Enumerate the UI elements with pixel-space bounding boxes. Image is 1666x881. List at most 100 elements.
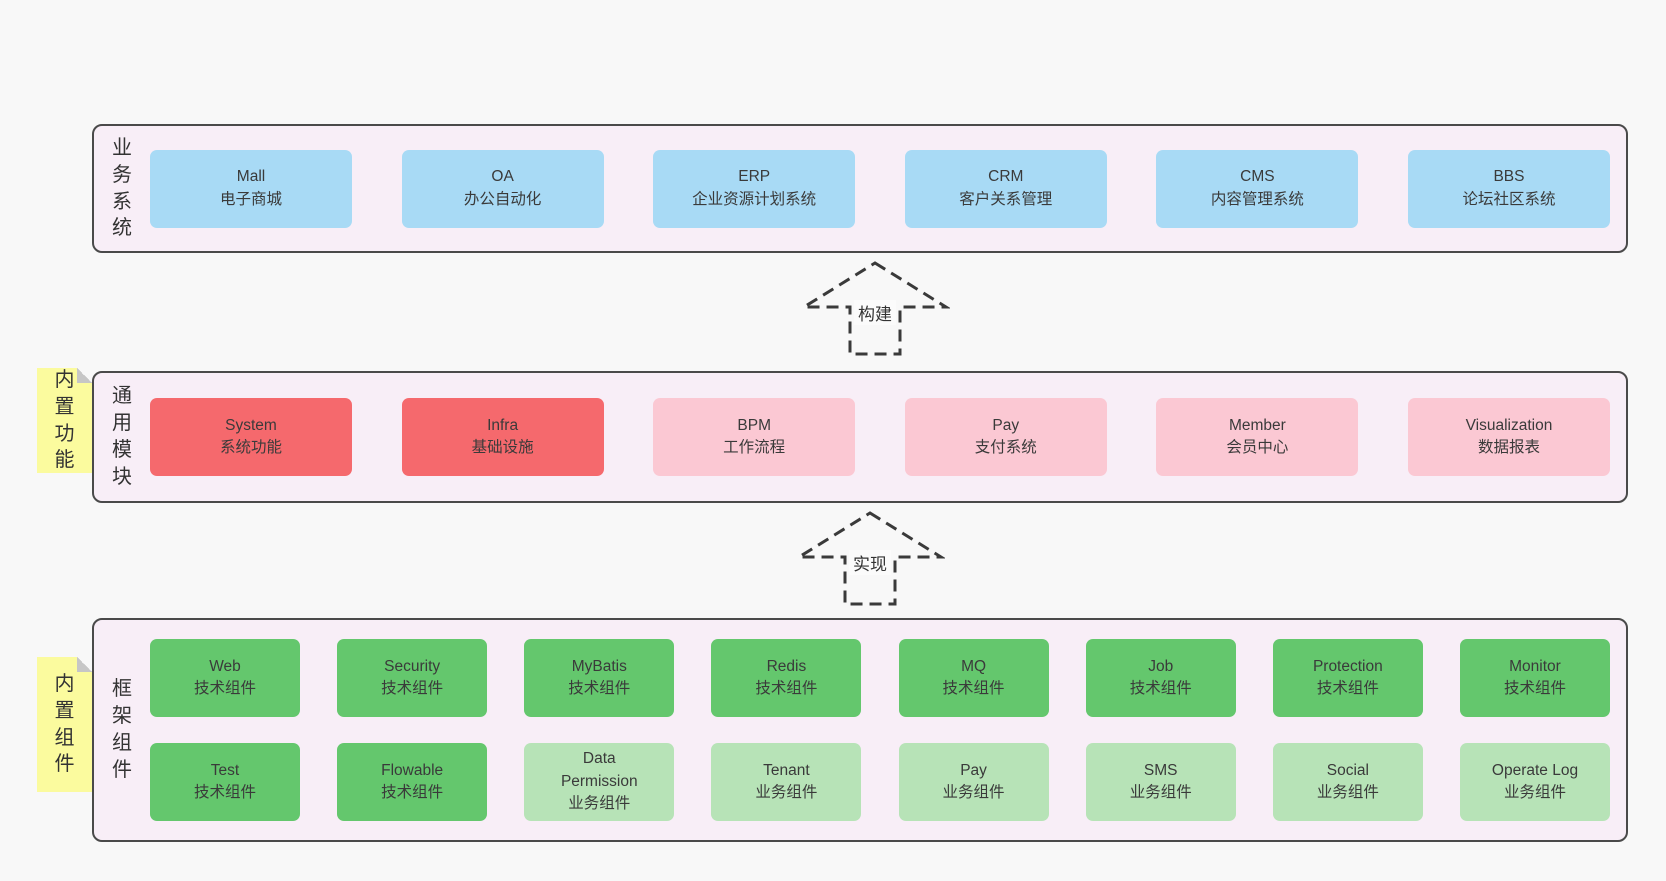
box-subtitle: 技术组件 bbox=[1129, 680, 1192, 697]
box-security: Security 技术组件 bbox=[337, 639, 488, 717]
sticky-built-in-components: 内置组件 bbox=[37, 657, 92, 792]
box-title: Web bbox=[209, 657, 241, 675]
box-subtitle: 技术组件 bbox=[755, 680, 818, 697]
sticky-built-in-features: 内置功能 bbox=[37, 368, 92, 473]
box-protection: Protection 技术组件 bbox=[1272, 639, 1423, 717]
band-business-systems: 业务系统 Mall 电子商城 OA 办公自动化 ERP 企业资源计划系统 CRM… bbox=[92, 124, 1628, 253]
box-mq: MQ 技术组件 bbox=[898, 639, 1049, 717]
box-oa: OA 办公自动化 bbox=[401, 149, 604, 228]
band-common-modules: 通用模块 System 系统功能 Infra 基础设施 BPM 工作流程 Pay… bbox=[92, 371, 1628, 503]
component-row-tech: Web 技术组件 Security 技术组件 MyBatis 技术组件 Redi… bbox=[150, 639, 1610, 717]
arrow-build-label: 构建 bbox=[854, 300, 896, 325]
box-mybatis: MyBatis 技术组件 bbox=[524, 639, 675, 717]
box-flowable: Flowable 技术组件 bbox=[337, 743, 488, 821]
box-subtitle: 基础设施 bbox=[471, 439, 534, 456]
arrow-implement-label: 实现 bbox=[849, 550, 891, 575]
box-visualization: Visualization 数据报表 bbox=[1407, 398, 1610, 476]
box-title: Infra bbox=[487, 416, 519, 434]
box-title: Monitor bbox=[1509, 657, 1561, 675]
up-arrow-icon bbox=[800, 261, 950, 356]
box-title: Protection bbox=[1312, 657, 1383, 675]
box-subtitle: 业务组件 bbox=[568, 795, 631, 813]
box-subtitle: 技术组件 bbox=[381, 784, 444, 801]
component-row-biz: Test 技术组件 Flowable 技术组件 Data Permission … bbox=[150, 743, 1610, 821]
band-label-common-modules: 通用模块 bbox=[94, 373, 150, 501]
box-subtitle: 电子商城 bbox=[219, 190, 282, 208]
box-title: Test bbox=[210, 761, 240, 779]
box-pay: Pay 支付系统 bbox=[904, 398, 1107, 476]
sticky-text: 内置组件 bbox=[54, 672, 75, 776]
box-subtitle: 支付系统 bbox=[974, 439, 1037, 456]
band-label-business-systems: 业务系统 bbox=[94, 126, 150, 251]
box-subtitle: 技术组件 bbox=[1503, 680, 1566, 697]
box-title: Mall bbox=[236, 168, 266, 186]
box-subtitle: 技术组件 bbox=[942, 680, 1005, 697]
up-arrow-icon bbox=[795, 511, 945, 606]
box-subtitle: 办公自动化 bbox=[463, 190, 542, 208]
box-subtitle: 内容管理系统 bbox=[1210, 190, 1304, 208]
box-sms: SMS 业务组件 bbox=[1085, 743, 1236, 821]
box-title: Tenant bbox=[763, 761, 810, 779]
box-infra: Infra 基础设施 bbox=[401, 398, 604, 476]
box-title: Member bbox=[1228, 416, 1286, 434]
box-test: Test 技术组件 bbox=[150, 743, 300, 821]
box-mall: Mall 电子商城 bbox=[150, 149, 352, 228]
box-subtitle: 技术组件 bbox=[381, 680, 444, 697]
box-data-permission: Data Permission 业务组件 bbox=[524, 743, 675, 821]
box-member: Member 会员中心 bbox=[1156, 398, 1359, 476]
band-label-text: 通用模块 bbox=[112, 385, 132, 488]
box-job: Job 技术组件 bbox=[1085, 639, 1236, 717]
band-label-text: 框架组件 bbox=[112, 678, 132, 781]
box-subtitle: 会员中心 bbox=[1226, 439, 1289, 456]
band-framework-components: 框架组件 Web 技术组件 Security 技术组件 MyBatis 技术组件… bbox=[92, 618, 1628, 842]
box-bbs: BBS 论坛社区系统 bbox=[1407, 149, 1610, 228]
module-boxes: System 系统功能 Infra 基础设施 BPM 工作流程 Pay 支付系统… bbox=[150, 373, 1626, 501]
box-subtitle: 数据报表 bbox=[1477, 439, 1540, 456]
box-subtitle: 客户关系管理 bbox=[959, 190, 1053, 208]
box-title: Security bbox=[384, 657, 441, 675]
box-subtitle: 技术组件 bbox=[568, 680, 631, 697]
box-title: Redis bbox=[766, 657, 807, 675]
band-label-text: 业务系统 bbox=[112, 136, 132, 240]
box-monitor: Monitor 技术组件 bbox=[1459, 639, 1610, 717]
box-tenant: Tenant 业务组件 bbox=[711, 743, 862, 821]
box-title: Visualization bbox=[1465, 416, 1553, 434]
box-cms: CMS 内容管理系统 bbox=[1156, 149, 1359, 228]
box-bpm: BPM 工作流程 bbox=[653, 398, 856, 476]
box-title: CRM bbox=[988, 168, 1024, 186]
box-title: CMS bbox=[1240, 168, 1275, 186]
box-subtitle: 技术组件 bbox=[1316, 680, 1379, 697]
box-title: System bbox=[225, 416, 277, 434]
box-social: Social 业务组件 bbox=[1272, 743, 1423, 821]
box-subtitle: 系统功能 bbox=[219, 439, 282, 456]
box-title: Social bbox=[1326, 761, 1369, 779]
box-subtitle: 工作流程 bbox=[723, 439, 786, 456]
box-title: OA bbox=[491, 168, 514, 186]
box-title: ERP bbox=[738, 168, 771, 186]
box-subtitle: 业务组件 bbox=[755, 784, 818, 801]
box-title: MyBatis bbox=[571, 657, 627, 675]
box-redis: Redis 技术组件 bbox=[711, 639, 862, 717]
box-erp: ERP 企业资源计划系统 bbox=[653, 149, 856, 228]
box-title: MQ bbox=[961, 657, 987, 675]
box-title: Pay bbox=[992, 416, 1020, 434]
box-subtitle: 技术组件 bbox=[193, 680, 256, 697]
component-rows: Web 技术组件 Security 技术组件 MyBatis 技术组件 Redi… bbox=[150, 620, 1626, 840]
box-operate-log: Operate Log 业务组件 bbox=[1459, 743, 1610, 821]
box-system: System 系统功能 bbox=[150, 398, 352, 476]
box-title: BPM bbox=[737, 416, 771, 434]
box-pay-biz: Pay 业务组件 bbox=[898, 743, 1049, 821]
box-title: Data Permission bbox=[560, 750, 638, 790]
box-subtitle: 业务组件 bbox=[1129, 784, 1192, 801]
box-subtitle: 业务组件 bbox=[1316, 784, 1379, 801]
box-title: Job bbox=[1148, 657, 1174, 675]
box-title: Operate Log bbox=[1491, 761, 1579, 779]
box-subtitle: 论坛社区系统 bbox=[1462, 190, 1556, 208]
box-title: Pay bbox=[960, 761, 987, 779]
box-title: BBS bbox=[1493, 168, 1525, 186]
box-title: Flowable bbox=[381, 761, 444, 779]
box-web: Web 技术组件 bbox=[150, 639, 300, 717]
box-subtitle: 企业资源计划系统 bbox=[692, 190, 817, 208]
box-crm: CRM 客户关系管理 bbox=[904, 149, 1107, 228]
